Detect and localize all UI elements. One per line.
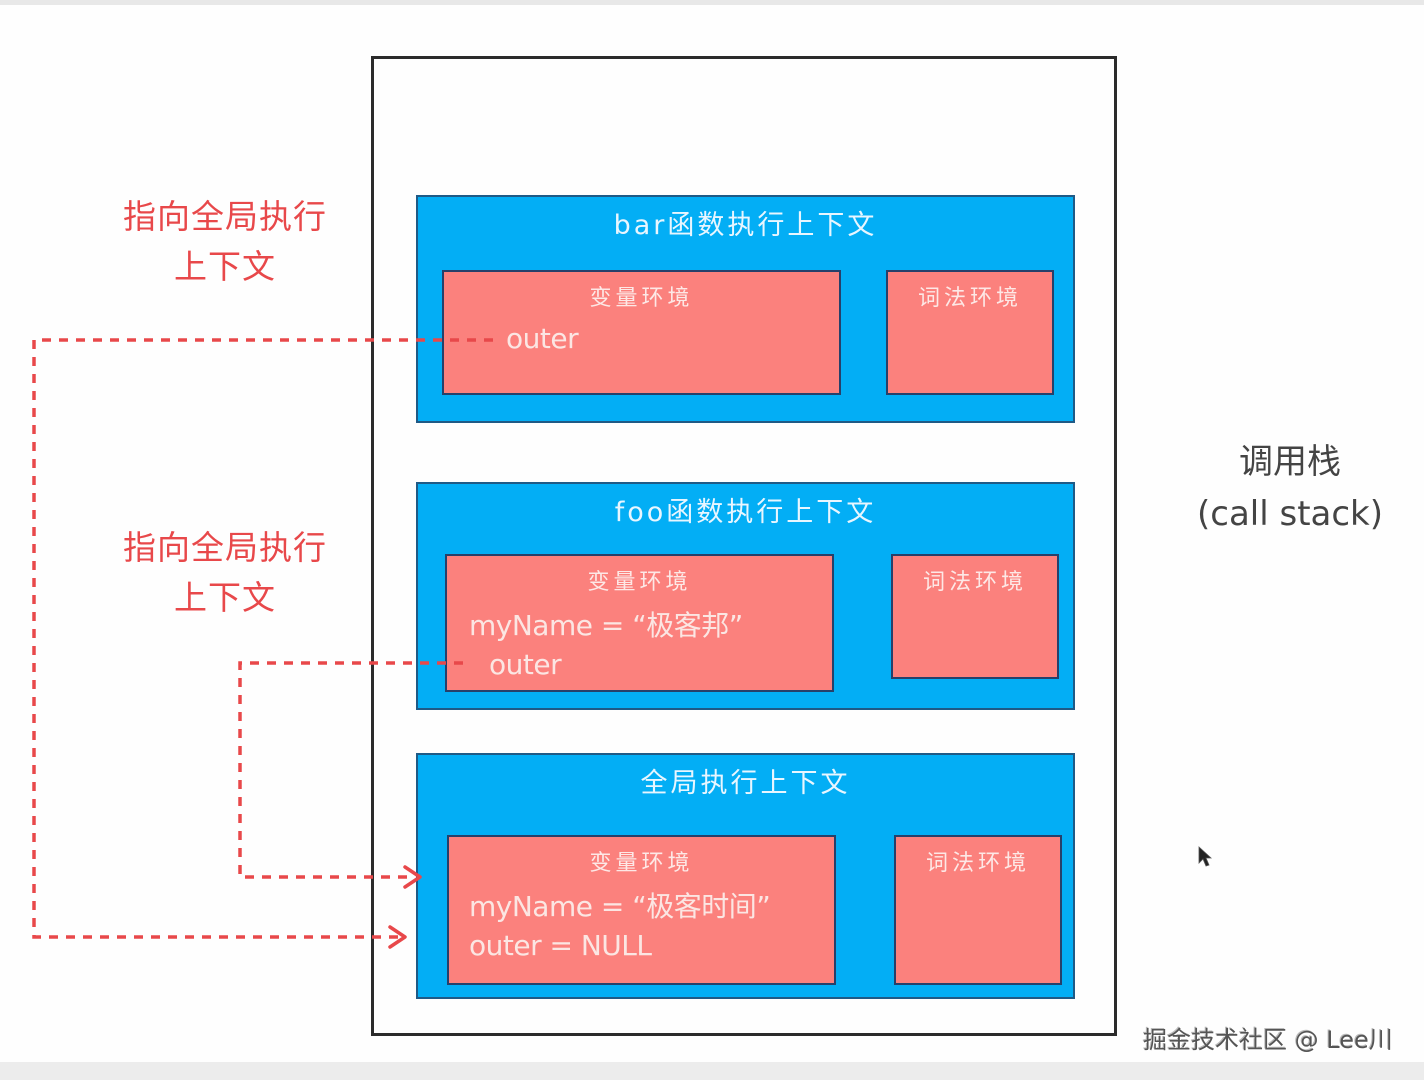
- pointer-label-line2: 上下文: [174, 578, 276, 617]
- bar-outer-pointer-label: 指向全局执行 上下文: [95, 192, 355, 292]
- pointer-label-line1: 指向全局执行: [123, 528, 327, 567]
- foo-outer-field: outer: [489, 648, 562, 681]
- mouse-cursor-icon: [1198, 846, 1212, 867]
- pointer-label-line2: 上下文: [174, 247, 276, 286]
- lexical-env-title: 词法环境: [925, 851, 1030, 876]
- foo-outer-pointer-label: 指向全局执行 上下文: [95, 523, 355, 623]
- bar-variable-environment: 变量环境 outer: [442, 270, 841, 395]
- bar-lexical-environment: 词法环境: [886, 270, 1054, 395]
- variable-env-title: 变量环境: [587, 570, 692, 595]
- call-stack-subtitle: (call stack): [1196, 494, 1384, 534]
- global-lexical-environment: 词法环境: [894, 835, 1062, 985]
- variable-env-title: 变量环境: [589, 851, 694, 876]
- global-myname-field: myName = “极客时间”: [469, 890, 771, 923]
- foo-lexical-environment: 词法环境: [891, 554, 1059, 679]
- global-outer-field: outer = NULL: [469, 929, 652, 962]
- lexical-env-title: 词法环境: [917, 286, 1022, 311]
- top-edge-bar: [0, 0, 1424, 5]
- global-variable-environment: 变量环境 myName = “极客时间” outer = NULL: [447, 835, 836, 985]
- bar-outer-field: outer: [506, 322, 579, 355]
- variable-env-title: 变量环境: [589, 286, 694, 311]
- lexical-env-title: 词法环境: [922, 570, 1027, 595]
- foo-context-title: foo函数执行上下文: [614, 497, 877, 528]
- foo-execution-context: foo函数执行上下文 变量环境 myName = “极客邦” outer 词法环…: [416, 482, 1075, 710]
- bottom-edge-bar: [0, 1062, 1424, 1080]
- global-context-title: 全局执行上下文: [640, 768, 851, 799]
- bar-context-title: bar函数执行上下文: [613, 210, 878, 241]
- bar-execution-context: bar函数执行上下文 变量环境 outer 词法环境: [416, 195, 1075, 423]
- foo-variable-environment: 变量环境 myName = “极客邦” outer: [445, 554, 834, 692]
- pointer-label-line1: 指向全局执行: [123, 197, 327, 236]
- watermark: 掘金技术社区 @ Lee川: [1143, 1026, 1393, 1054]
- call-stack-label: 调用栈 (call stack): [1180, 436, 1400, 540]
- global-execution-context: 全局执行上下文 变量环境 myName = “极客时间” outer = NUL…: [416, 753, 1075, 999]
- call-stack-title: 调用栈: [1239, 442, 1341, 482]
- foo-myname-field: myName = “极客邦”: [469, 609, 743, 642]
